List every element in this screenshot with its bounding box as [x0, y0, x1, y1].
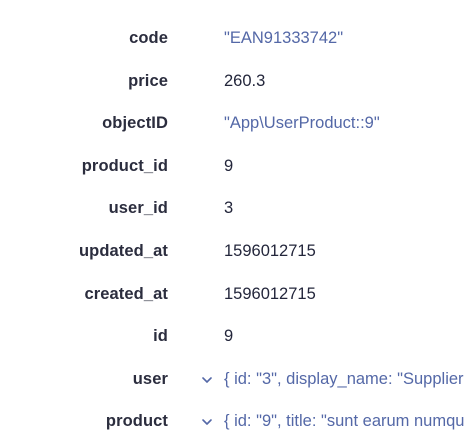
- field-key: created_at: [84, 284, 168, 303]
- field-row-product: product { id: "9", title: "sunt earum nu…: [0, 400, 474, 443]
- field-key: updated_at: [78, 241, 168, 260]
- field-row-objectid: objectID "App\UserProduct::9": [0, 102, 474, 145]
- field-row-code: code "EAN91333742": [0, 17, 474, 60]
- field-key: product: [105, 412, 168, 431]
- field-value: 9: [224, 327, 234, 346]
- field-row-user: user { id: "3", display_name: "Supplier: [0, 358, 474, 401]
- field-value: "App\UserProduct::9": [224, 114, 380, 133]
- field-value: 260.3: [224, 71, 266, 90]
- field-row-updated-at: updated_at 1596012715: [0, 230, 474, 273]
- field-key: objectID: [102, 114, 168, 133]
- field-row-user-id: user_id 3: [0, 187, 474, 230]
- field-key: user_id: [108, 199, 168, 218]
- chevron-down-icon[interactable]: [200, 415, 214, 429]
- field-value: 9: [224, 156, 234, 175]
- field-row-product-id: product_id 9: [0, 145, 474, 188]
- field-row-price: price 260.3: [0, 60, 474, 103]
- field-key: user: [132, 369, 168, 388]
- chevron-down-icon[interactable]: [200, 373, 214, 387]
- field-row-id: id 9: [0, 315, 474, 358]
- field-key: code: [129, 29, 168, 47]
- field-key: product_id: [81, 156, 168, 175]
- record-attributes: code "EAN91333742" price 260.3 objectID …: [0, 17, 474, 443]
- field-row-created-at: created_at 1596012715: [0, 273, 474, 316]
- field-value-collapsed-object[interactable]: { id: "3", display_name: "Supplier: [224, 369, 464, 388]
- field-key: id: [153, 327, 168, 346]
- field-value: 1596012715: [224, 284, 316, 303]
- field-value: "EAN91333742": [224, 29, 344, 47]
- field-value: 3: [224, 199, 234, 218]
- field-value: 1596012715: [224, 241, 316, 260]
- field-key: price: [128, 71, 168, 90]
- field-value-collapsed-object[interactable]: { id: "9", title: "sunt earum numqu: [224, 412, 465, 431]
